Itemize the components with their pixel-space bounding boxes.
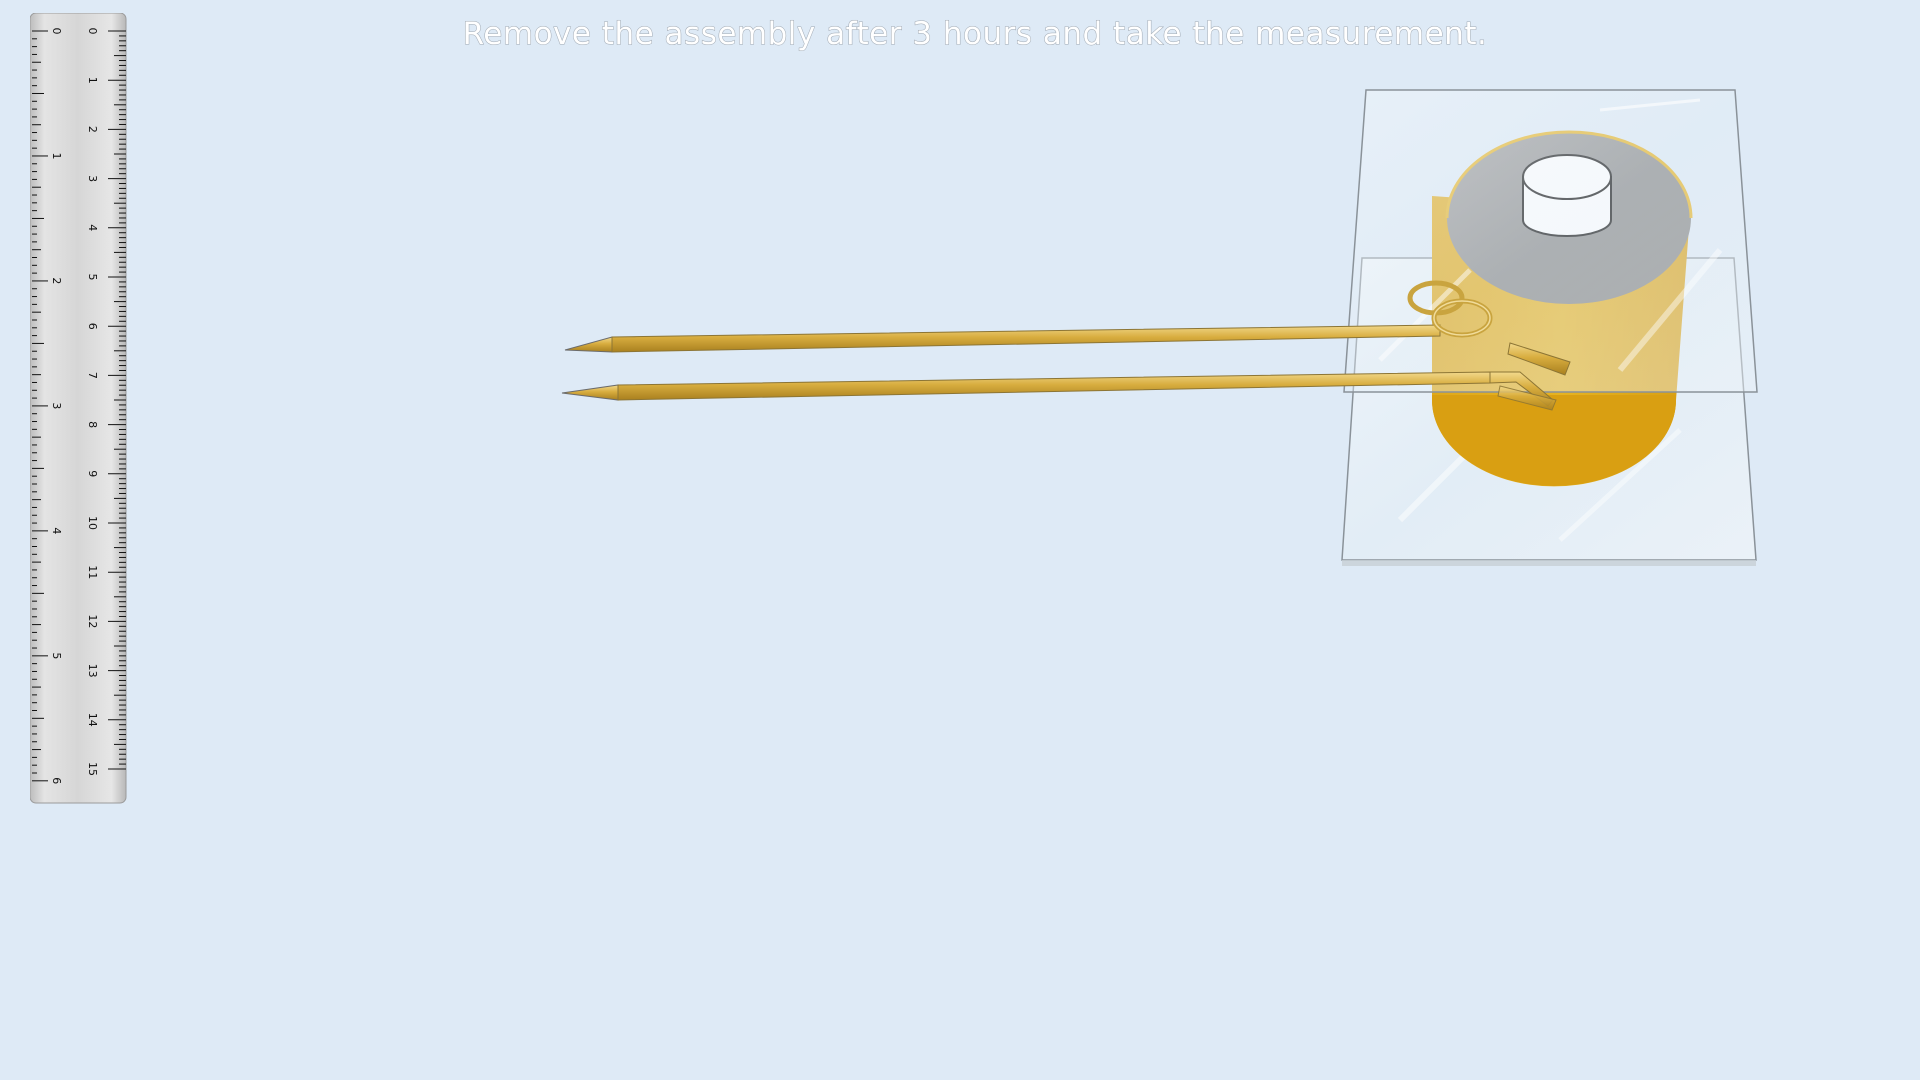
ruler-inch-label: 1: [50, 152, 63, 159]
ruler-cm-label: 9: [86, 470, 99, 477]
ruler-cm-label: 1: [86, 77, 99, 84]
ruler-inch-label: 4: [50, 527, 63, 534]
ruler-inch-label: 6: [50, 777, 63, 784]
ruler-cm-label: 4: [86, 224, 99, 231]
ruler-cm-label: 8: [86, 421, 99, 428]
ruler-cm-label: 2: [86, 126, 99, 133]
ruler-cm-label: 3: [86, 175, 99, 182]
glass-slide-icon[interactable]: [1343, 89, 1758, 393]
ruler-inch-label: 5: [50, 652, 63, 659]
ruler-inch-label: 0: [50, 28, 63, 35]
ruler-cm-label: 10: [86, 516, 99, 530]
ruler-cm-label: 11: [86, 565, 99, 579]
electrode-probe-icon[interactable]: [561, 342, 1571, 411]
electrode-probe-icon[interactable]: [564, 280, 1493, 353]
ruler-cm-label: 15: [86, 762, 99, 776]
ruler-cm-label: 6: [86, 323, 99, 330]
ruler-cm-label: 5: [86, 274, 99, 281]
ruler-inch-label: 2: [50, 277, 63, 284]
ruler-inch-label: 3: [50, 402, 63, 409]
ruler-cm-label: 14: [86, 713, 99, 727]
ruler-cm-label: 12: [86, 614, 99, 628]
ruler-cm-label: 7: [86, 372, 99, 379]
ruler-cm-label: 0: [86, 28, 99, 35]
instruction-text: Remove the assembly after 3 hours and ta…: [462, 16, 1488, 53]
ruler-cm-label: 13: [86, 664, 99, 678]
